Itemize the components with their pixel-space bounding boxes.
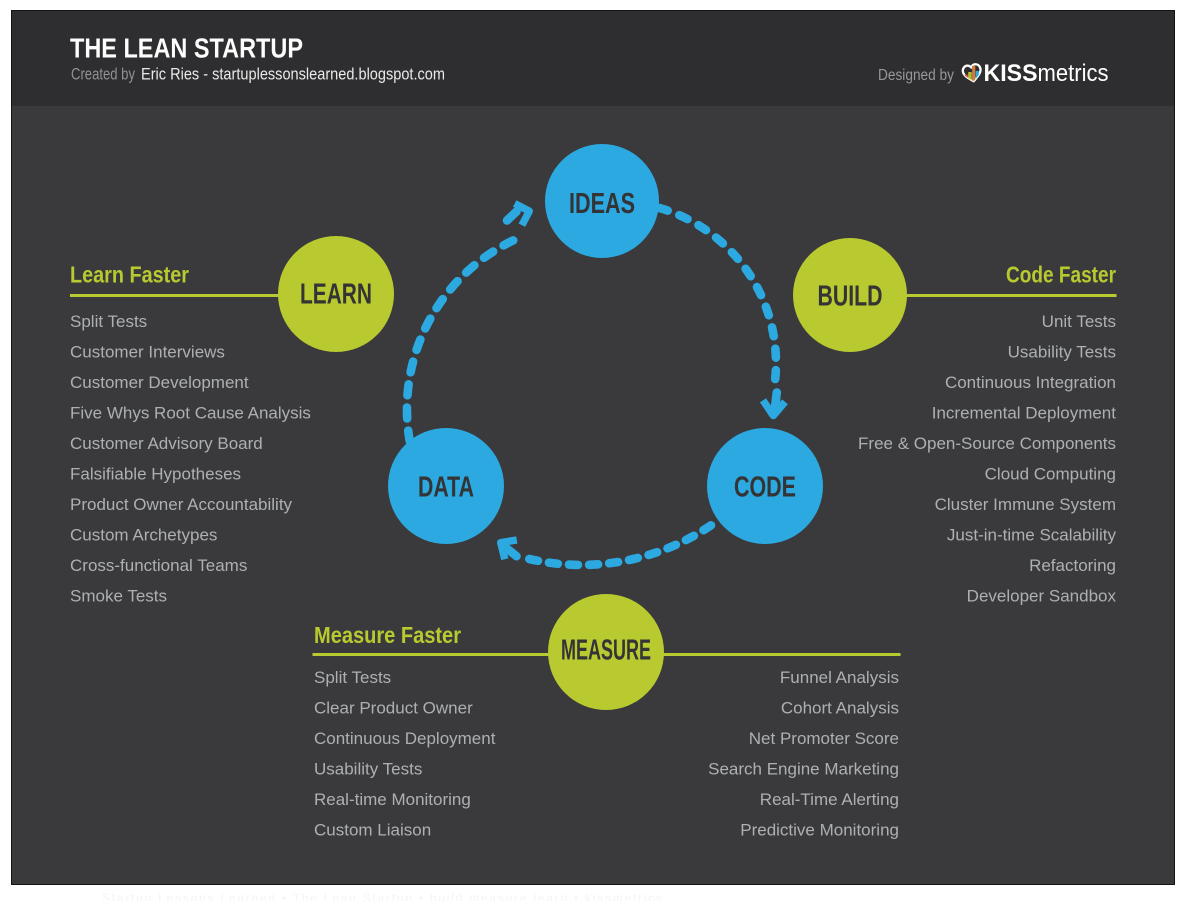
svg-text:Developer Sandbox: Developer Sandbox [967, 587, 1117, 606]
svg-text:Usability Tests: Usability Tests [314, 760, 422, 779]
svg-text:KISS: KISS [984, 60, 1038, 87]
svg-text:Learn Faster: Learn Faster [70, 262, 189, 288]
svg-text:MEASURE: MEASURE [561, 635, 651, 667]
svg-text:Product Owner Accountability: Product Owner Accountability [70, 495, 293, 514]
svg-text:Customer Development: Customer Development [70, 373, 249, 392]
svg-text:Usability Tests: Usability Tests [1008, 343, 1116, 362]
svg-text:Predictive Monitoring: Predictive Monitoring [740, 821, 899, 840]
svg-text:Five Whys Root Cause Analysis: Five Whys Root Cause Analysis [70, 404, 311, 423]
svg-text:Funnel Analysis: Funnel Analysis [780, 668, 899, 687]
svg-text:Continuous Deployment: Continuous Deployment [314, 729, 496, 748]
svg-text:Split Tests: Split Tests [70, 312, 147, 331]
svg-text:Customer Advisory Board: Customer Advisory Board [70, 434, 263, 453]
svg-text:BUILD: BUILD [818, 281, 883, 313]
svg-text:Custom Archetypes: Custom Archetypes [70, 526, 217, 545]
svg-text:Smoke Tests: Smoke Tests [70, 587, 167, 606]
svg-text:LEARN: LEARN [300, 279, 372, 311]
svg-text:Refactoring: Refactoring [1029, 556, 1116, 575]
svg-text:Eric Ries - startuplessonslear: Eric Ries - startuplessonslearned.blogsp… [141, 64, 445, 83]
svg-text:Custom Liaison: Custom Liaison [314, 821, 431, 840]
svg-text:Created by: Created by [71, 64, 135, 83]
svg-text:Startup Lessons Learned • Th: Startup Lessons Learned • The Lean Start… [102, 891, 662, 901]
svg-text:Split Tests: Split Tests [314, 668, 391, 687]
svg-text:Cross-functional Teams: Cross-functional Teams [70, 556, 247, 575]
svg-text:Code Faster: Code Faster [1006, 262, 1116, 288]
svg-text:metrics: metrics [1038, 60, 1109, 87]
svg-text:Real-Time Alerting: Real-Time Alerting [760, 790, 899, 809]
svg-text:Net Promoter Score: Net Promoter Score [749, 729, 899, 748]
svg-text:Real-time Monitoring: Real-time Monitoring [314, 790, 471, 809]
svg-text:Cluster Immune System: Cluster Immune System [935, 495, 1116, 514]
svg-text:Free & Open-Source Components: Free & Open-Source Components [858, 434, 1116, 453]
svg-text:Cohort Analysis: Cohort Analysis [781, 699, 899, 718]
svg-text:IDEAS: IDEAS [569, 188, 635, 220]
svg-text:THE LEAN STARTUP: THE LEAN STARTUP [70, 33, 303, 64]
svg-text:Clear Product Owner: Clear Product Owner [314, 699, 473, 718]
svg-text:Just-in-time Scalability: Just-in-time Scalability [947, 526, 1117, 545]
svg-text:Falsifiable Hypotheses: Falsifiable Hypotheses [70, 465, 241, 484]
svg-text:Measure Faster: Measure Faster [314, 622, 461, 648]
svg-text:Unit Tests: Unit Tests [1042, 312, 1116, 331]
svg-text:CODE: CODE [734, 472, 796, 504]
svg-text:Cloud Computing: Cloud Computing [985, 465, 1116, 484]
svg-text:DATA: DATA [418, 472, 474, 504]
svg-text:Continuous Integration: Continuous Integration [945, 373, 1116, 392]
svg-text:Search Engine Marketing: Search Engine Marketing [708, 760, 899, 779]
svg-text:Customer Interviews: Customer Interviews [70, 343, 225, 362]
svg-text:Designed by: Designed by [878, 67, 954, 84]
svg-text:Incremental Deployment: Incremental Deployment [932, 404, 1117, 423]
